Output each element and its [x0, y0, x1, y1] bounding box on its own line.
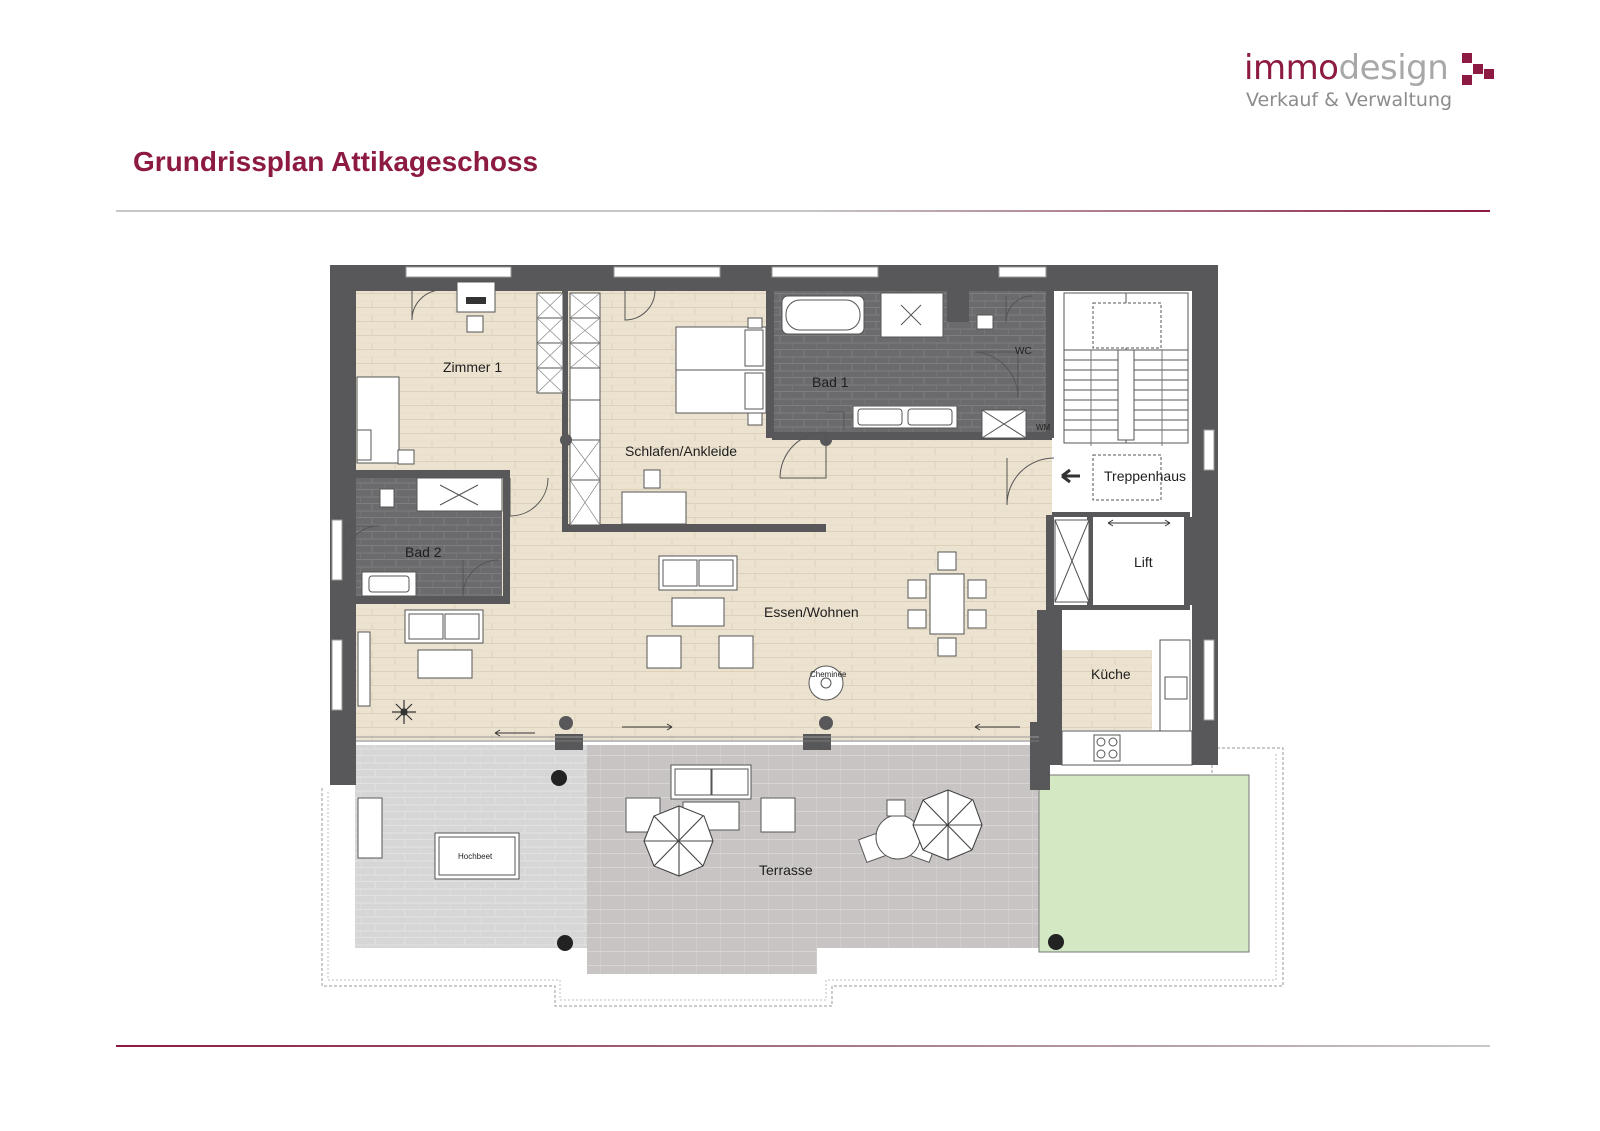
bath2-fixtures — [361, 477, 503, 597]
room-label-cheminee: Cheminée — [810, 670, 847, 679]
chair-bedroom — [643, 469, 661, 489]
chair-zimmer1 — [466, 315, 484, 333]
staircase — [1063, 292, 1189, 501]
lift-shaft — [1054, 519, 1090, 603]
parasol-icon — [643, 789, 983, 877]
window-openings — [331, 266, 1215, 721]
shrub-icon — [551, 770, 1064, 951]
logo-wordmark: immodesign — [1244, 48, 1449, 88]
interior-walls — [355, 290, 1192, 790]
kitchen-counter-area — [1052, 638, 1152, 730]
brand-logo: immodesign Verkauf & Verwaltung — [1244, 48, 1494, 118]
columns — [559, 434, 833, 730]
double-bed — [675, 317, 767, 426]
room-label-hochbeet: Hochbeet — [458, 852, 493, 861]
page-title: Grundrissplan Attikageschoss — [133, 146, 539, 177]
door-swings — [344, 289, 1055, 597]
room-label-bad2: Bad 2 — [405, 544, 442, 560]
header-divider — [116, 210, 1490, 212]
room-label-wm: WM — [1036, 423, 1051, 432]
room-label-kueche: Küche — [1091, 666, 1131, 682]
room-label-terrasse: Terrasse — [759, 862, 813, 878]
logo-squares-icon — [1462, 53, 1494, 85]
sliding-door-arrows — [494, 519, 1171, 737]
desk-monitor — [466, 297, 486, 304]
terrace-main-floor-bottom — [587, 948, 817, 974]
terrace-outline-inner — [327, 754, 1277, 1001]
bath1-fixtures — [781, 292, 1027, 439]
room-label-zimmer1: Zimmer 1 — [443, 359, 502, 375]
terrace-outline — [321, 747, 1284, 1007]
terrace-furniture — [357, 764, 939, 880]
single-bed — [356, 376, 415, 465]
room-label-lift: Lift — [1134, 554, 1153, 570]
logo-wordmark-strong: immo — [1244, 48, 1339, 88]
living-furniture — [357, 551, 987, 707]
wardrobe — [536, 292, 601, 526]
room-label-essen: Essen/Wohnen — [764, 604, 859, 620]
room-label-bad1: Bad 1 — [812, 374, 849, 390]
room-label-schlafen: Schlafen/Ankleide — [625, 443, 737, 459]
staircase-arrow-icon — [1061, 468, 1080, 484]
logo-wordmark-light: design — [1338, 48, 1449, 88]
logo-tagline: Verkauf & Verwaltung — [1246, 89, 1453, 111]
room-label-wc: WC — [1015, 346, 1032, 357]
lawn — [1038, 774, 1250, 953]
desk-bedroom — [621, 491, 687, 525]
room-label-treppenhaus: Treppenhaus — [1104, 468, 1186, 484]
footer-divider — [116, 1045, 1490, 1047]
plant-icon — [392, 700, 416, 724]
kitchen-fixtures — [1061, 639, 1193, 766]
